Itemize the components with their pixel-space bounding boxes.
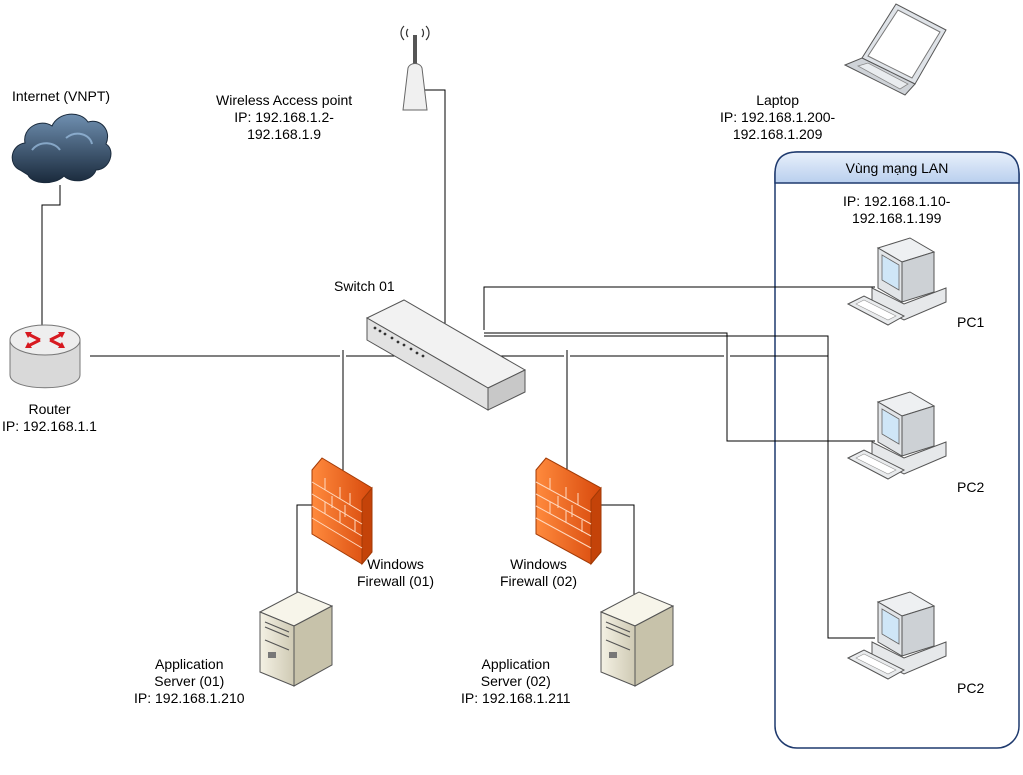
firewall-icon [311,457,373,566]
access-point-label: Wireless Access point IP: 192.168.1.2- 1… [216,92,353,142]
firewall-02-label: Windows Firewall (02) [500,556,578,589]
lan-zone-title: Vùng mạng LAN [845,160,949,176]
router-icon [9,324,81,389]
internet-label: Internet (VNPT) [12,88,111,104]
router-label: Router IP: 192.168.1.1 [2,401,97,434]
pc-icon [846,591,947,680]
pc2-label: PC2 [957,479,985,495]
firewall-icon [535,457,602,566]
pc-icon [846,391,947,480]
switch-label: Switch 01 [334,278,395,294]
server-01-label: Application Server (01) IP: 192.168.1.21… [134,656,245,706]
pc-icon [846,237,947,326]
server-02-label: Application Server (02) IP: 192.168.1.21… [461,656,571,706]
pc1-label: PC1 [957,314,985,330]
server-icon [599,591,675,687]
firewall-01-label: Windows Firewall (01) [357,556,435,589]
pc3-label: PC2 [957,680,985,696]
lan-ip-label: IP: 192.168.1.10- 192.168.1.199 [843,193,951,226]
switch-icon [365,299,527,411]
laptop-icon [843,3,947,96]
cloud-icon [11,113,112,184]
server-icon [258,591,334,687]
access-point-icon [400,25,430,111]
laptop-label: Laptop IP: 192.168.1.200- 192.168.1.209 [720,92,836,142]
